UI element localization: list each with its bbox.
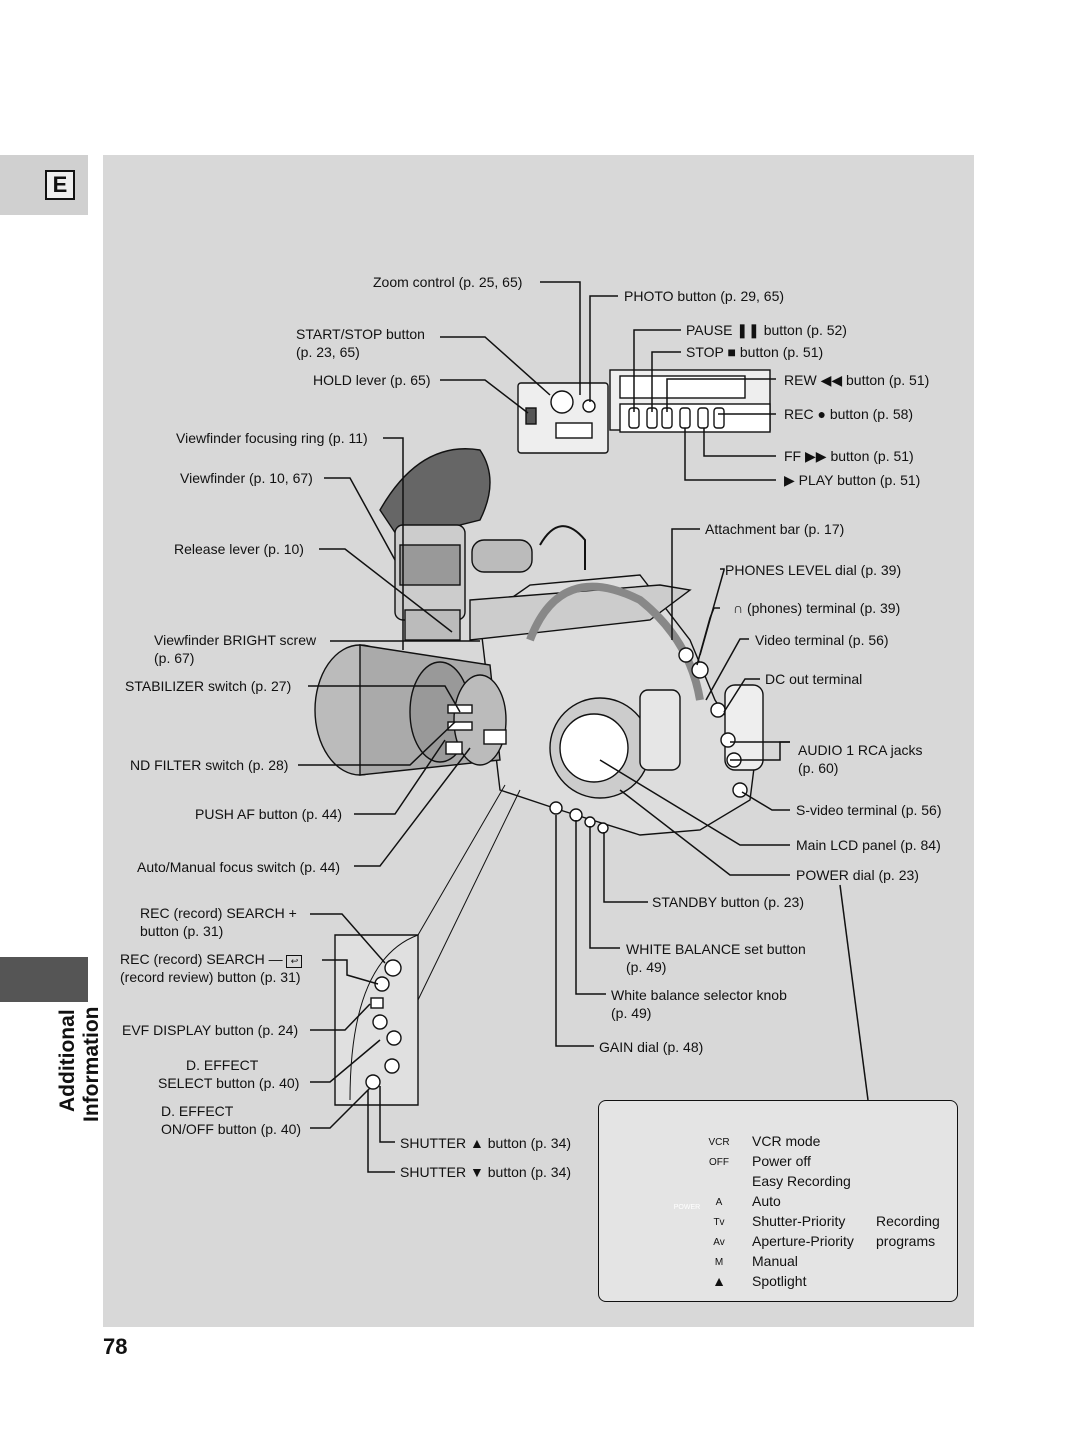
- triangle-down-icon: ▼: [470, 1164, 484, 1180]
- label-deffect-select-1: D. EFFECT: [186, 1057, 259, 1073]
- label-audio-jacks-2: (p. 60): [798, 760, 839, 776]
- label-rec-search-plus-2: button (p. 31): [140, 923, 224, 939]
- label-shutter-down: SHUTTER ▼ button (p. 34): [400, 1164, 572, 1180]
- label-evf-display: EVF DISPLAY button (p. 24): [122, 1022, 299, 1038]
- legend-group-programs: programs: [876, 1233, 936, 1249]
- spotlight-icon: ▲: [712, 1273, 726, 1289]
- label-bright-screw-1: Viewfinder BRIGHT screw: [154, 632, 317, 648]
- label-bright-screw-2: (p. 67): [154, 650, 195, 666]
- legend-spotlight: Spotlight: [752, 1273, 807, 1289]
- legend-symbol-off: OFF: [709, 1157, 729, 1168]
- section-tab: E: [0, 155, 88, 215]
- label-viewfinder-focus: Viewfinder focusing ring (p. 11): [176, 430, 368, 446]
- record-icon: ●: [817, 406, 826, 422]
- label-dc-out: DC out terminal: [765, 671, 863, 687]
- fast-forward-icon: ▶▶: [805, 448, 827, 464]
- label-rec-review-2: (record review) button (p. 31): [120, 969, 301, 985]
- page-number: 78: [103, 1334, 128, 1359]
- stop-icon: ■: [727, 344, 736, 360]
- label-hold-lever: HOLD lever (p. 65): [313, 372, 431, 388]
- label-shutter-up: SHUTTER ▲ button (p. 34): [400, 1135, 572, 1151]
- headphones-icon: ∩: [733, 600, 744, 616]
- label-svideo: S-video terminal (p. 56): [796, 802, 942, 818]
- legend-auto: Auto: [752, 1193, 781, 1209]
- label-gain-dial: GAIN dial (p. 48): [599, 1039, 704, 1055]
- legend-aperture-priority: Aperture-Priority: [752, 1233, 854, 1249]
- label-deffect-onoff-1: D. EFFECT: [161, 1103, 234, 1119]
- power-dial-legend: POWER VCR VCR mode OFF Power off Easy Re…: [598, 1100, 958, 1302]
- label-rew-button: REW ◀◀ button (p. 51): [784, 372, 930, 388]
- legend-vcr-mode: VCR mode: [752, 1133, 821, 1149]
- power-tag: POWER: [673, 1204, 701, 1211]
- pause-icon: ❚❚: [736, 322, 760, 338]
- legend-shutter-priority: Shutter-Priority: [752, 1213, 846, 1229]
- label-startstop-2: (p. 23, 65): [296, 344, 360, 360]
- chapter-tab: [0, 957, 88, 1002]
- label-main-lcd: Main LCD panel (p. 84): [796, 837, 941, 853]
- legend-symbol-tv: Tv: [713, 1217, 725, 1228]
- legend-manual: Manual: [752, 1253, 798, 1269]
- label-standby: STANDBY button (p. 23): [652, 894, 804, 910]
- label-rec-button: REC ● button (p. 58): [784, 406, 914, 422]
- label-nd-filter: ND FILTER switch (p. 28): [130, 757, 289, 773]
- label-rec-search-plus-1: REC (record) SEARCH +: [140, 905, 297, 921]
- legend-group-recording: Recording: [876, 1213, 940, 1229]
- legend-power-off: Power off: [752, 1153, 811, 1169]
- label-deffect-onoff-2: ON/OFF button (p. 40): [161, 1121, 302, 1137]
- label-attachment-bar: Attachment bar (p. 17): [705, 521, 845, 537]
- legend-easy-recording: Easy Recording: [752, 1173, 851, 1189]
- label-af-mf-switch: Auto/Manual focus switch (p. 44): [137, 859, 341, 875]
- label-pause-button: PAUSE ❚❚ button (p. 52): [686, 322, 847, 338]
- label-zoom-control: Zoom control (p. 25, 65): [373, 274, 523, 290]
- label-push-af: PUSH AF button (p. 44): [195, 806, 343, 822]
- label-phones-level: PHONES LEVEL dial (p. 39): [725, 562, 902, 578]
- label-rec-review-1: REC (record) SEARCH — ↩: [120, 951, 303, 968]
- label-stabilizer: STABILIZER switch (p. 27): [125, 678, 292, 694]
- legend-symbol-av: Av: [713, 1237, 725, 1248]
- label-release-lever: Release lever (p. 10): [174, 541, 304, 557]
- label-deffect-select-2: SELECT button (p. 40): [158, 1075, 300, 1091]
- label-wb-set-2: (p. 49): [626, 959, 667, 975]
- legend-symbol-m: M: [714, 1257, 724, 1268]
- label-stop-button: STOP ■ button (p. 51): [686, 344, 824, 360]
- triangle-up-icon: ▲: [470, 1135, 484, 1151]
- play-icon: ▶: [784, 472, 795, 488]
- label-power-dial: POWER dial (p. 23): [796, 867, 919, 883]
- label-viewfinder: Viewfinder (p. 10, 67): [180, 470, 313, 486]
- label-startstop-1: START/STOP button: [296, 326, 425, 342]
- label-photo-button: PHOTO button (p. 29, 65): [624, 288, 785, 304]
- rewind-icon: ◀◀: [820, 372, 843, 388]
- section-tab-letter: E: [45, 170, 75, 200]
- label-wb-knob-2: (p. 49): [611, 1005, 652, 1021]
- label-phones-terminal: ∩ (phones) terminal (p. 39): [733, 600, 901, 616]
- label-play-button: ▶ PLAY button (p. 51): [784, 472, 921, 488]
- label-wb-set-1: WHITE BALANCE set button: [626, 941, 806, 957]
- record-review-icon: ↩: [286, 955, 303, 968]
- label-audio-jacks-1: AUDIO 1 RCA jacks: [798, 742, 923, 758]
- label-ff-button: FF ▶▶ button (p. 51): [784, 448, 914, 464]
- label-wb-knob-1: White balance selector knob: [611, 987, 787, 1003]
- label-video-terminal: Video terminal (p. 56): [755, 632, 889, 648]
- legend-symbol-vcr: VCR: [708, 1137, 730, 1148]
- legend-symbol-auto: A: [715, 1197, 723, 1208]
